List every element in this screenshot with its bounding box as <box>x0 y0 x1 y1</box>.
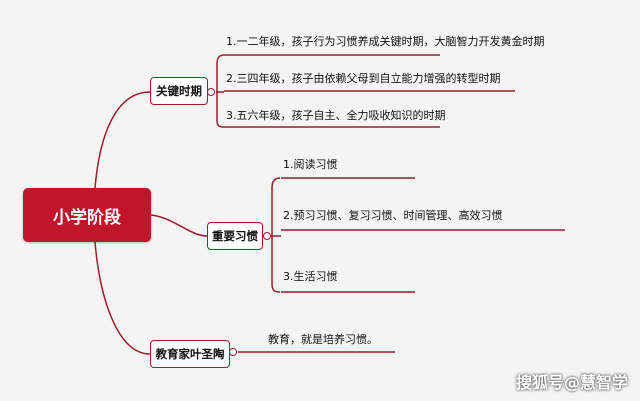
branch-node-key-period-connector <box>207 88 215 96</box>
branch-node-habits: 重要习惯 <box>207 222 263 250</box>
connector-root-to-habits <box>150 214 208 237</box>
leaf-key-period-2: 2.三四年级，孩子由依赖父母到自立能力增强的转型时期 <box>226 72 501 85</box>
watermark: 搜狐号@慧智学 <box>515 373 628 392</box>
branch-node-educator: 教育家叶圣陶 <box>150 340 230 368</box>
branch-node-educator-connector <box>229 348 237 356</box>
leaf-key-period-3: 3.五六年级，孩子自主、全力吸收知识的时期 <box>226 109 446 122</box>
leaf-habits-1: 1.阅读习惯 <box>283 158 338 171</box>
leaf-habits-2: 2.预习习惯、复习习惯、时间管理、高效习惯 <box>283 209 503 222</box>
leaf-habits-3: 3.生活习惯 <box>283 270 338 283</box>
connector-root-to-educator <box>94 241 151 355</box>
branch-node-habits-connector <box>263 232 271 240</box>
leaf-educator-1: 教育，就是培养习惯。 <box>268 333 378 346</box>
connector-root-to-key-period <box>94 91 151 189</box>
root-node: 小学阶段 <box>23 188 151 242</box>
branch-node-key-period: 关键时期 <box>150 77 208 105</box>
bracket-habits <box>271 177 281 293</box>
bracket-key-period <box>216 54 225 128</box>
leaf-key-period-1: 1.一二年级，孩子行为习惯养成关键时期，大脑智力开发黄金时期 <box>226 35 545 48</box>
